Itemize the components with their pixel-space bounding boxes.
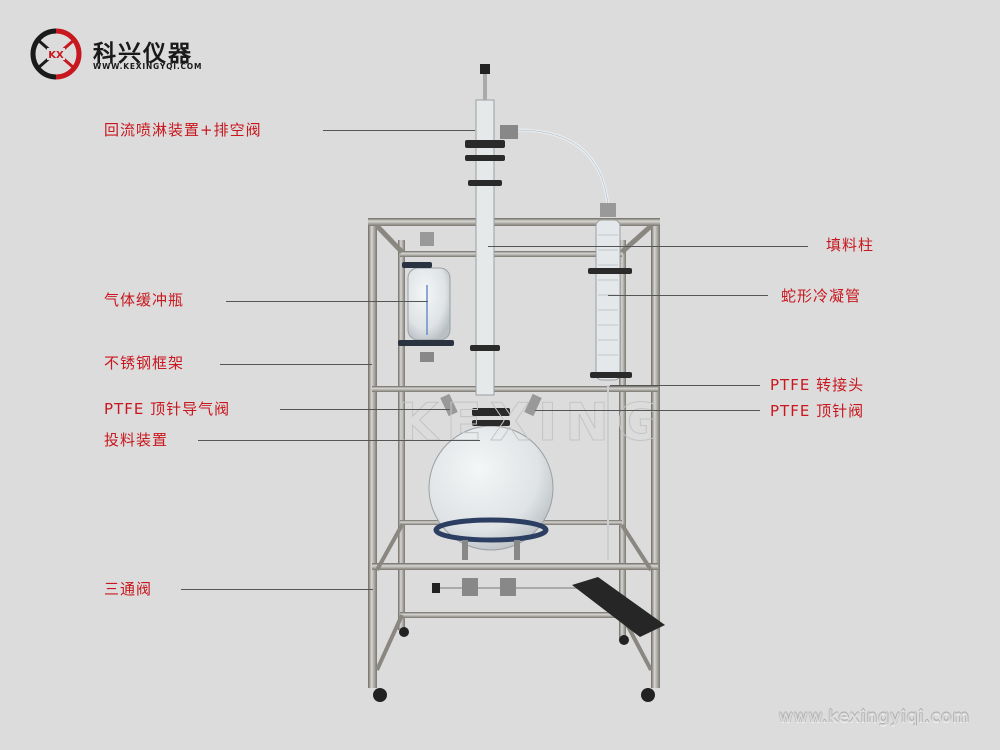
- reaction-flask: [428, 393, 554, 560]
- label-three-way-valve: 三通阀: [104, 580, 153, 598]
- label-feeding-device: 投料装置: [104, 431, 169, 449]
- label-reflux-spray: 回流喷淋装置+排空阀: [104, 121, 262, 139]
- kx-logo-icon: KX: [30, 28, 82, 80]
- footer-url-watermark: www.kexingyiqi.com: [778, 707, 970, 727]
- label-coil-condenser: 蛇形冷凝管: [781, 287, 862, 305]
- leader-line: [181, 589, 373, 590]
- leader-line: [226, 301, 428, 302]
- label-ptfe-adapter: PTFE 转接头: [770, 376, 865, 394]
- receiver-shelf: [572, 577, 665, 637]
- coil-condenser: [588, 203, 632, 560]
- label-gas-buffer-bottle: 气体缓冲瓶: [104, 291, 185, 309]
- leader-line: [535, 410, 760, 411]
- leader-line: [323, 130, 475, 131]
- label-ptfe-needle-gas-valve: PTFE 顶针导气阀: [104, 400, 231, 418]
- leader-line: [280, 409, 450, 410]
- background-watermark: KEXING: [397, 393, 668, 454]
- svg-text:KX: KX: [48, 50, 64, 61]
- leader-line: [220, 364, 372, 365]
- brand-logo: KX 科兴仪器 WWW.KEXINGYQI.COM: [30, 28, 210, 80]
- brand-name: 科兴仪器: [93, 41, 193, 67]
- packed-column: [465, 64, 518, 396]
- leader-line: [198, 440, 480, 441]
- label-packed-column: 填料柱: [826, 236, 875, 254]
- leader-line: [608, 295, 768, 296]
- gas-buffer-bottle: [398, 232, 454, 362]
- brand-url: WWW.KEXINGYQI.COM: [93, 62, 203, 71]
- label-ptfe-needle-valve: PTFE 顶针阀: [770, 402, 865, 420]
- leader-line: [610, 385, 760, 386]
- label-stainless-frame: 不锈钢框架: [104, 354, 185, 372]
- leader-line: [488, 246, 808, 247]
- three-way-valve: [432, 578, 580, 596]
